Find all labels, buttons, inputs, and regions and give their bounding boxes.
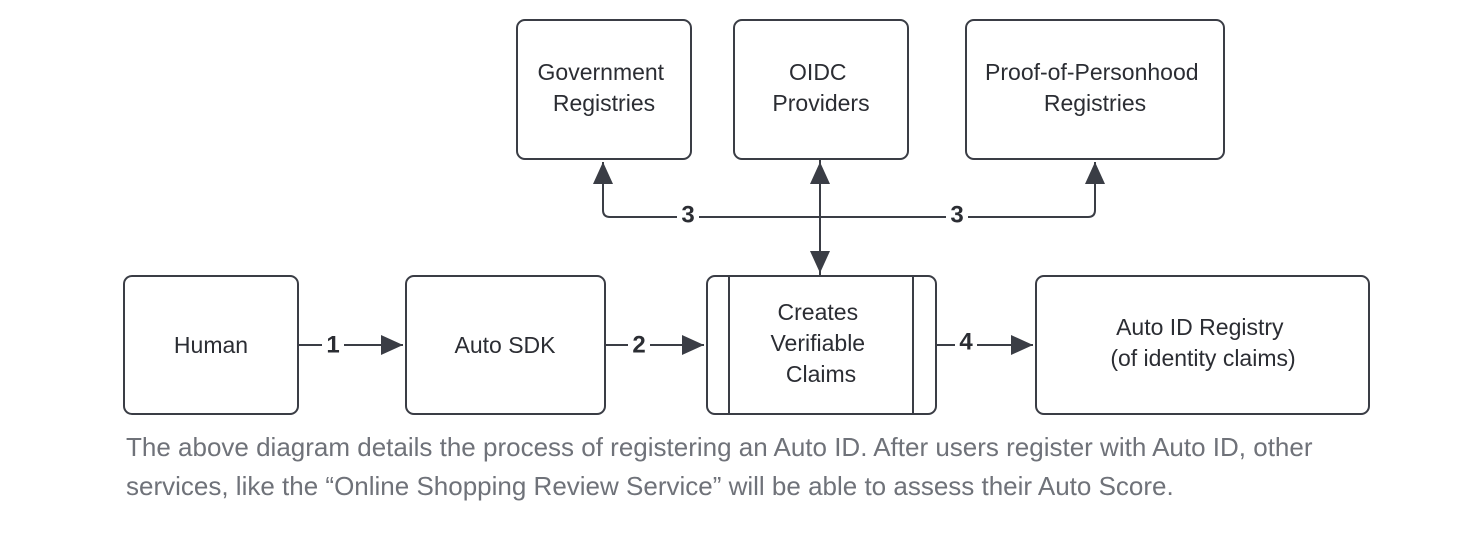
node-proof-of-personhood-registries: Proof-of-Personhood Registries [965, 19, 1225, 160]
node-oidc-providers-line-1: OIDC [789, 59, 847, 85]
node-government-registries: Government Registries [516, 19, 692, 160]
node-proof-of-personhood-line-2: Registries [1044, 90, 1146, 116]
node-oidc-providers-line-2: Providers [772, 90, 869, 116]
step-label-3-left: 3 [681, 202, 694, 229]
connector-branch-to-gov [593, 162, 820, 218]
node-creates-verifiable-claims: Creates Verifiable Claims [706, 275, 937, 415]
diagram-caption: The above diagram details the process of… [126, 432, 1313, 501]
step-label-2: 2 [632, 332, 645, 359]
step-label-3-right: 3 [950, 202, 963, 229]
node-auto-id-registry: Auto ID Registry (of identity claims) [1035, 275, 1370, 415]
svg-text:Government Registries: Government Registries [538, 59, 671, 116]
auto-id-registration-diagram: 1 2 4 3 3 Government Registries OIDC Pro… [123, 19, 1370, 415]
node-proof-of-personhood-line-1: Proof-of-Personhood [985, 59, 1199, 85]
step-label-1: 1 [326, 332, 339, 359]
node-government-registries-line-1: Government [538, 59, 665, 85]
node-government-registries-line-2: Registries [553, 90, 655, 116]
node-claims-line-2: Verifiable [770, 330, 865, 356]
svg-text:Proof-of-Personhood Regi: Proof-of-Personhood Registries [985, 59, 1205, 116]
node-human-label: Human [174, 332, 248, 358]
connector-branch-to-pop [820, 162, 1105, 218]
step-label-4: 4 [959, 329, 973, 356]
node-claims-line-1: Creates [778, 299, 859, 325]
svg-text:OIDC Providers: OIDC Providers [772, 59, 869, 116]
node-auto-sdk: Auto SDK [405, 275, 606, 415]
node-auto-id-registry-line-1: Auto ID Registry [1116, 314, 1284, 340]
node-human: Human [123, 275, 299, 415]
node-auto-id-registry-line-2: (of identity claims) [1110, 345, 1295, 371]
svg-text:Auto ID Registry (of ide: Auto ID Registry (of identity claims) [1110, 314, 1295, 371]
svg-text:Creates Verifiable: Creates Verifiable Claims [770, 299, 871, 387]
node-auto-sdk-label: Auto SDK [455, 332, 557, 358]
node-oidc-providers: OIDC Providers [733, 19, 909, 160]
node-claims-line-3: Claims [786, 361, 856, 387]
